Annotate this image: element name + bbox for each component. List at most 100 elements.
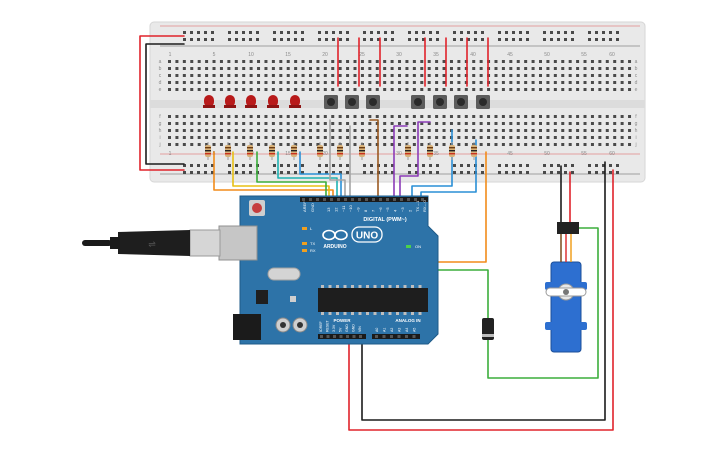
chip-pin <box>403 312 407 315</box>
breadboard-hole <box>212 136 216 139</box>
breadboard-hole <box>368 129 372 132</box>
breadboard-hole <box>501 88 505 91</box>
breadboard-hole <box>435 136 439 139</box>
breadboard-hole <box>526 164 529 167</box>
digital-pin-label: 2 <box>407 209 412 212</box>
breadboard-hole <box>479 129 483 132</box>
digital-pin-label: RX←0 <box>422 199 427 212</box>
led-body <box>268 95 278 107</box>
reset-button <box>252 203 262 213</box>
breadboard-hole <box>360 129 364 132</box>
breadboard-hole <box>595 31 598 34</box>
breadboard-hole <box>205 88 209 91</box>
breadboard-hole <box>605 74 609 77</box>
breadboard-hole <box>168 67 171 70</box>
breadboard-row-letter: d <box>159 80 162 86</box>
breadboard-hole <box>301 164 304 167</box>
breadboard-hole <box>479 143 483 146</box>
header-pin <box>337 198 340 201</box>
breadboard-hole <box>516 74 520 77</box>
breadboard-hole <box>219 122 223 125</box>
breadboard-hole <box>583 81 587 84</box>
breadboard-hole <box>227 136 231 139</box>
breadboard-hole <box>287 38 290 41</box>
breadboard-hole <box>190 129 194 132</box>
resistor-band <box>449 150 455 152</box>
breadboard-hole <box>235 164 238 167</box>
breadboard-hole <box>546 136 550 139</box>
breadboard-hole <box>390 122 394 125</box>
breadboard-hole <box>234 60 238 63</box>
breadboard-hole <box>467 164 470 167</box>
breadboard-hole <box>524 60 528 63</box>
breadboard-hole <box>383 74 387 77</box>
breadboard-hole <box>598 67 602 70</box>
breadboard-column-number: 50 <box>544 151 550 157</box>
breadboard-hole <box>420 129 424 132</box>
breadboard-hole <box>509 122 513 125</box>
breadboard-hole <box>509 115 513 118</box>
resistors <box>205 142 477 160</box>
breadboard-hole <box>516 88 520 91</box>
breadboard-hole <box>219 143 223 146</box>
breadboard-hole <box>543 31 546 34</box>
breadboard-hole <box>605 88 609 91</box>
breadboard-hole <box>197 31 200 34</box>
chip-pin <box>336 285 339 288</box>
analog-pin-label: A2 <box>390 328 394 332</box>
breadboard-hole <box>487 143 491 146</box>
red-led <box>245 95 257 108</box>
breadboard-row-letter: j <box>634 142 636 148</box>
resistor-band <box>269 153 275 155</box>
breadboard-hole <box>568 67 572 70</box>
breadboard-hole <box>219 115 223 118</box>
breadboard-hole <box>301 88 305 91</box>
breadboard-hole <box>512 164 515 167</box>
breadboard-hole <box>498 171 501 174</box>
breadboard-hole <box>453 31 456 34</box>
breadboard-hole <box>211 38 214 41</box>
breadboard-column-number: 1 <box>169 52 172 58</box>
chip-pin <box>373 285 377 288</box>
breadboard-hole <box>564 31 567 34</box>
breadboard-hole <box>449 74 453 77</box>
breadboard-hole <box>420 115 424 118</box>
breadboard-hole <box>391 38 394 41</box>
led-base <box>289 105 301 108</box>
breadboard-hole <box>331 136 335 139</box>
power-label: POWER <box>333 318 351 323</box>
breadboard-hole <box>415 31 418 34</box>
breadboard-hole <box>234 129 238 132</box>
breadboard-row-letter: h <box>635 128 638 134</box>
breadboard-hole <box>219 81 223 84</box>
analog-pin-label: A1 <box>383 328 387 332</box>
header-pin <box>386 198 389 201</box>
resistor <box>471 142 477 160</box>
breadboard-hole <box>390 136 394 139</box>
breadboard-hole <box>519 171 522 174</box>
on-led <box>406 245 411 248</box>
breadboard-hole <box>197 171 200 174</box>
breadboard-hole <box>219 67 223 70</box>
breadboard-hole <box>294 31 297 34</box>
breadboard-hole <box>516 67 520 70</box>
breadboard-row-letter: c <box>635 73 638 79</box>
breadboard-hole <box>427 136 431 139</box>
breadboard-hole <box>464 143 468 146</box>
breadboard-hole <box>197 129 201 132</box>
breadboard-hole <box>576 115 580 118</box>
breadboard-hole <box>205 136 209 139</box>
power-pin-label: 3.3V <box>332 324 336 332</box>
breadboard-row-letter: h <box>159 128 162 134</box>
breadboard-hole <box>346 115 350 118</box>
breadboard-column-number: 5 <box>213 52 216 58</box>
header-pin <box>359 335 362 338</box>
breadboard-hole <box>408 31 411 34</box>
chip-pin <box>418 285 422 288</box>
breadboard-hole <box>228 31 231 34</box>
breadboard-hole <box>571 171 574 174</box>
breadboard-hole <box>190 67 194 70</box>
breadboard-hole <box>175 81 179 84</box>
breadboard-hole <box>287 171 290 174</box>
breadboard-hole <box>182 143 186 146</box>
